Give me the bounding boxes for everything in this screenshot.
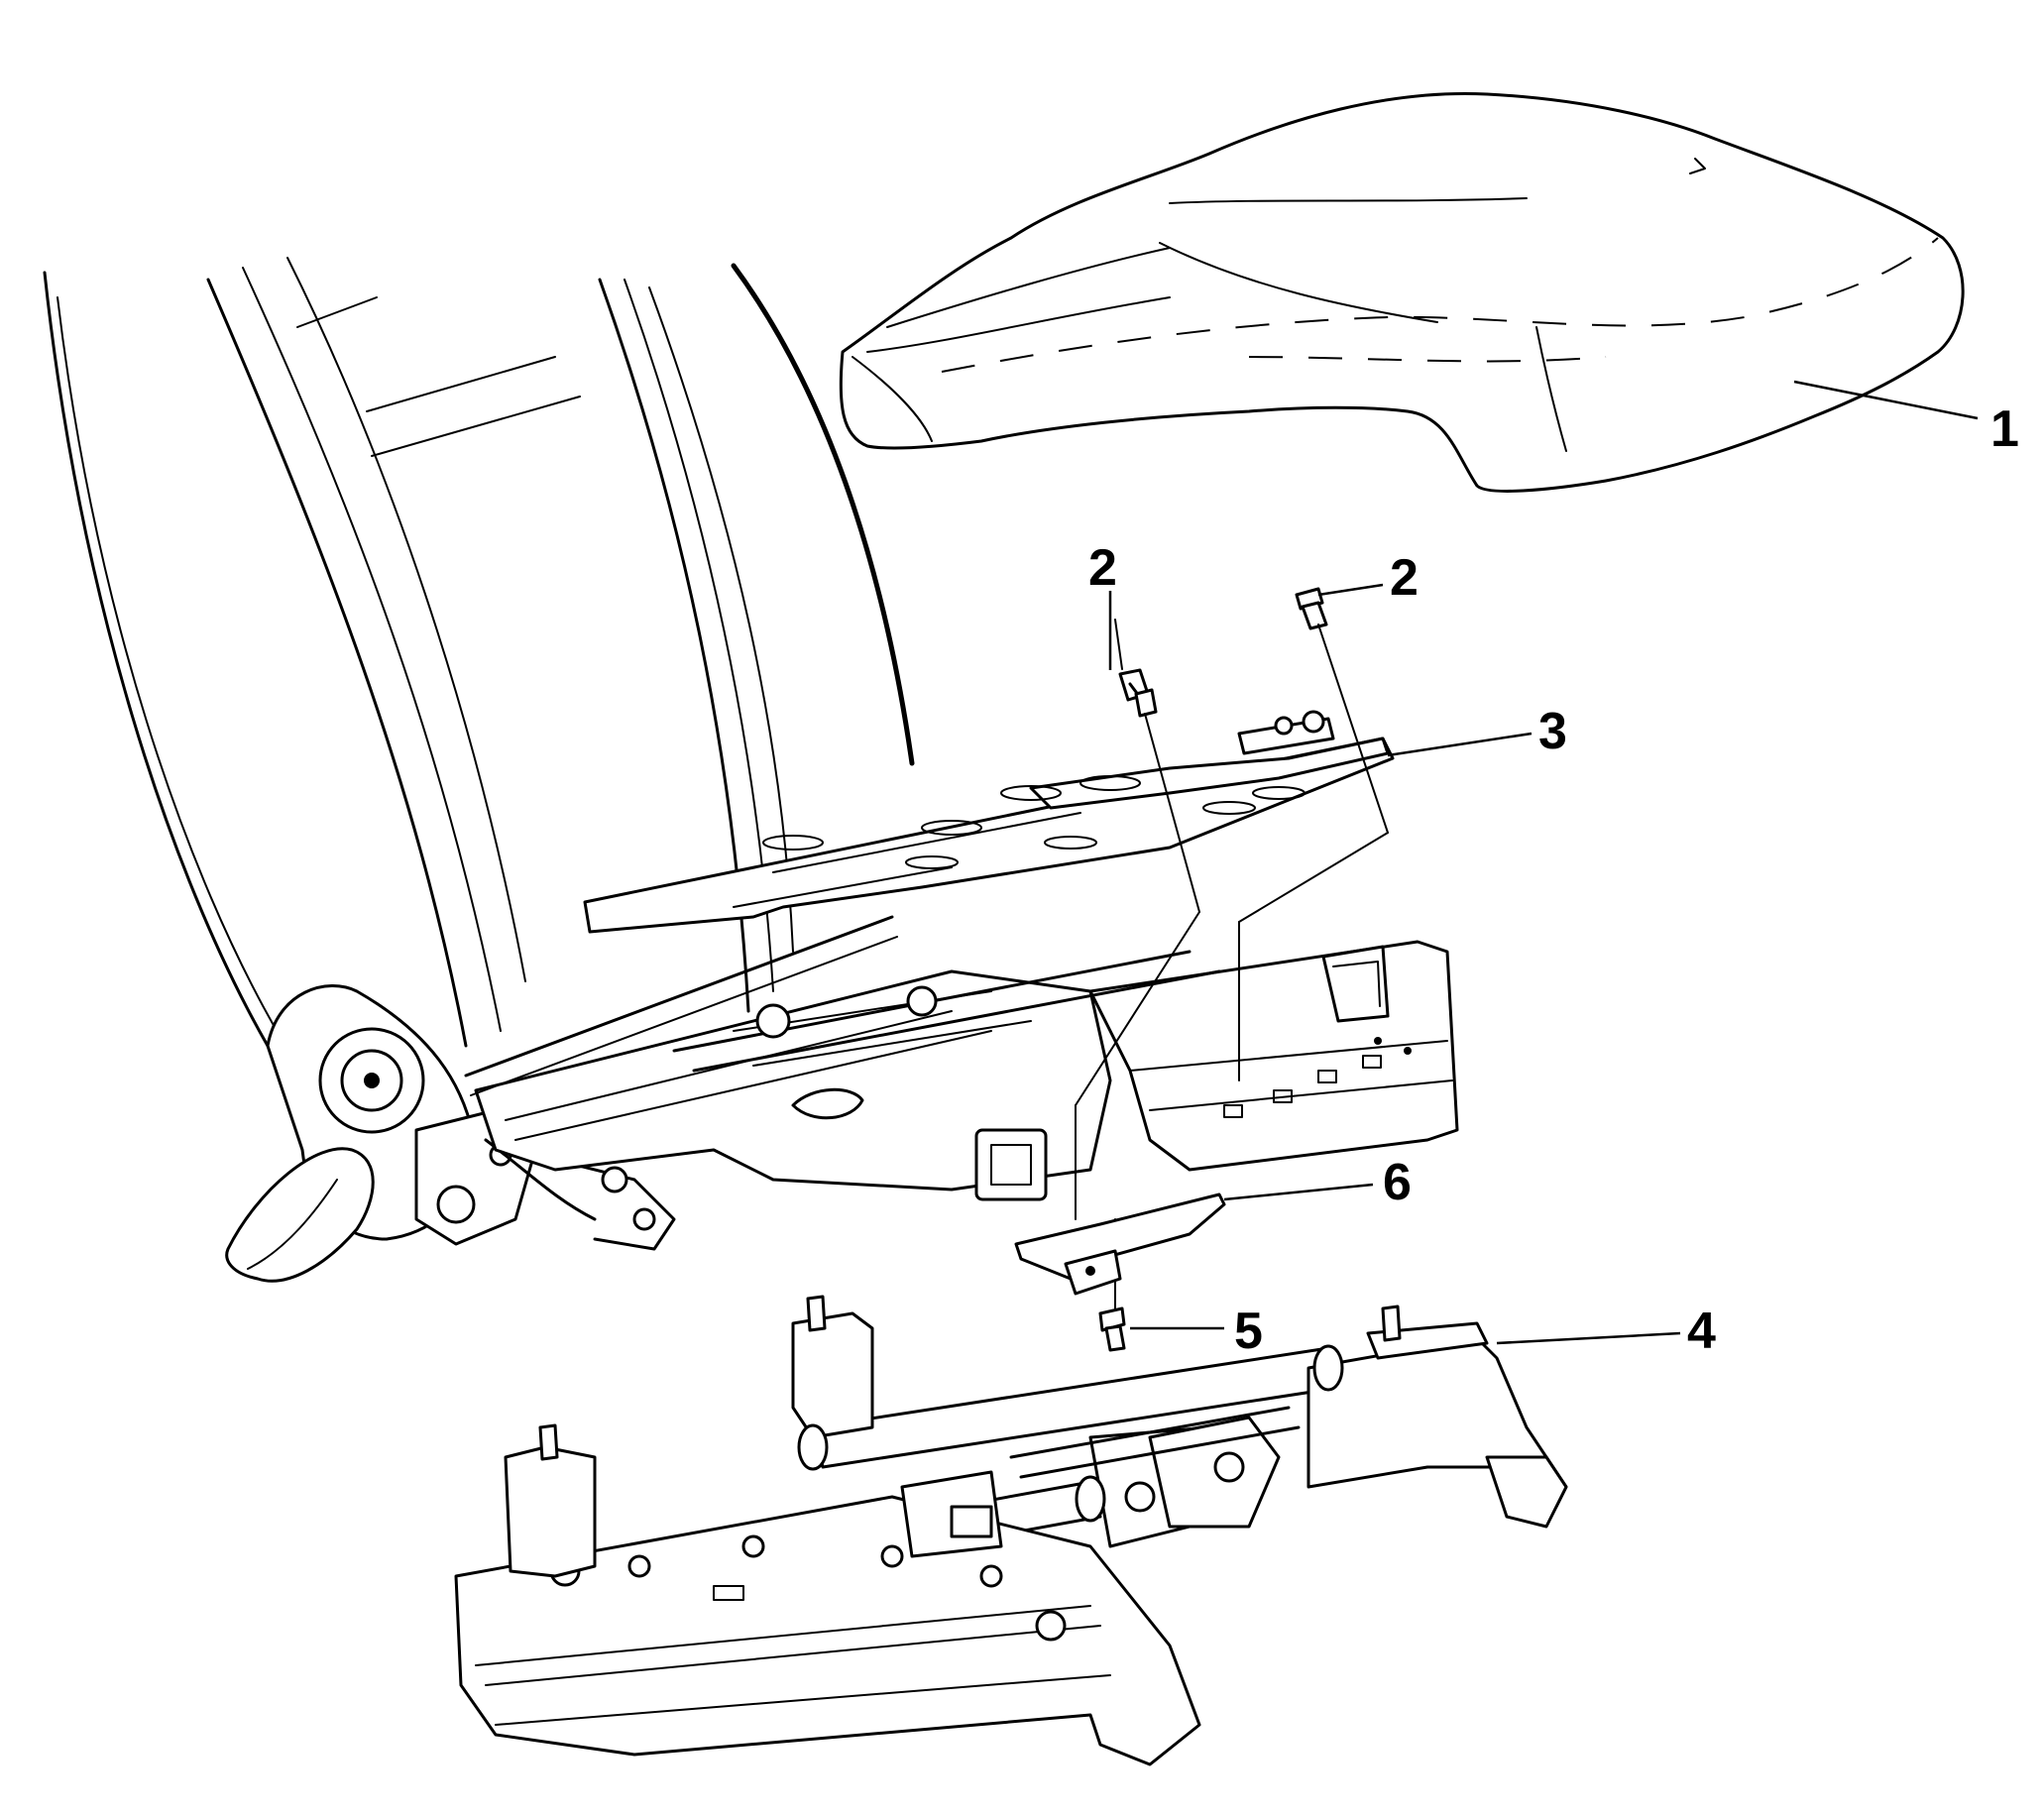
callout-5: 5: [1234, 1303, 1263, 1360]
callout-2-right: 2: [1390, 549, 1419, 607]
callout-2-left: 2: [1088, 539, 1117, 597]
callout-4: 4: [1687, 1303, 1716, 1360]
fastener-2-right: [1295, 587, 1328, 630]
seat-pan: [583, 710, 1395, 934]
callout-6: 6: [1383, 1154, 1412, 1211]
seat-cushion: [839, 91, 1965, 493]
callout-1: 1: [1990, 400, 2019, 458]
bolt-5: [1098, 1306, 1126, 1352]
bracket-6: [1014, 1192, 1226, 1296]
seat-back-frame: [43, 257, 915, 1048]
leader-lines: [1108, 380, 1979, 1345]
fastener-2-left: [1114, 619, 1158, 718]
seat-adjuster: [454, 1295, 1568, 1766]
seat-cushion-frame: [464, 915, 1459, 1201]
callout-3: 3: [1538, 703, 1567, 760]
callout-labels: 1 2 2 3 4 5 6: [1088, 400, 2019, 1360]
